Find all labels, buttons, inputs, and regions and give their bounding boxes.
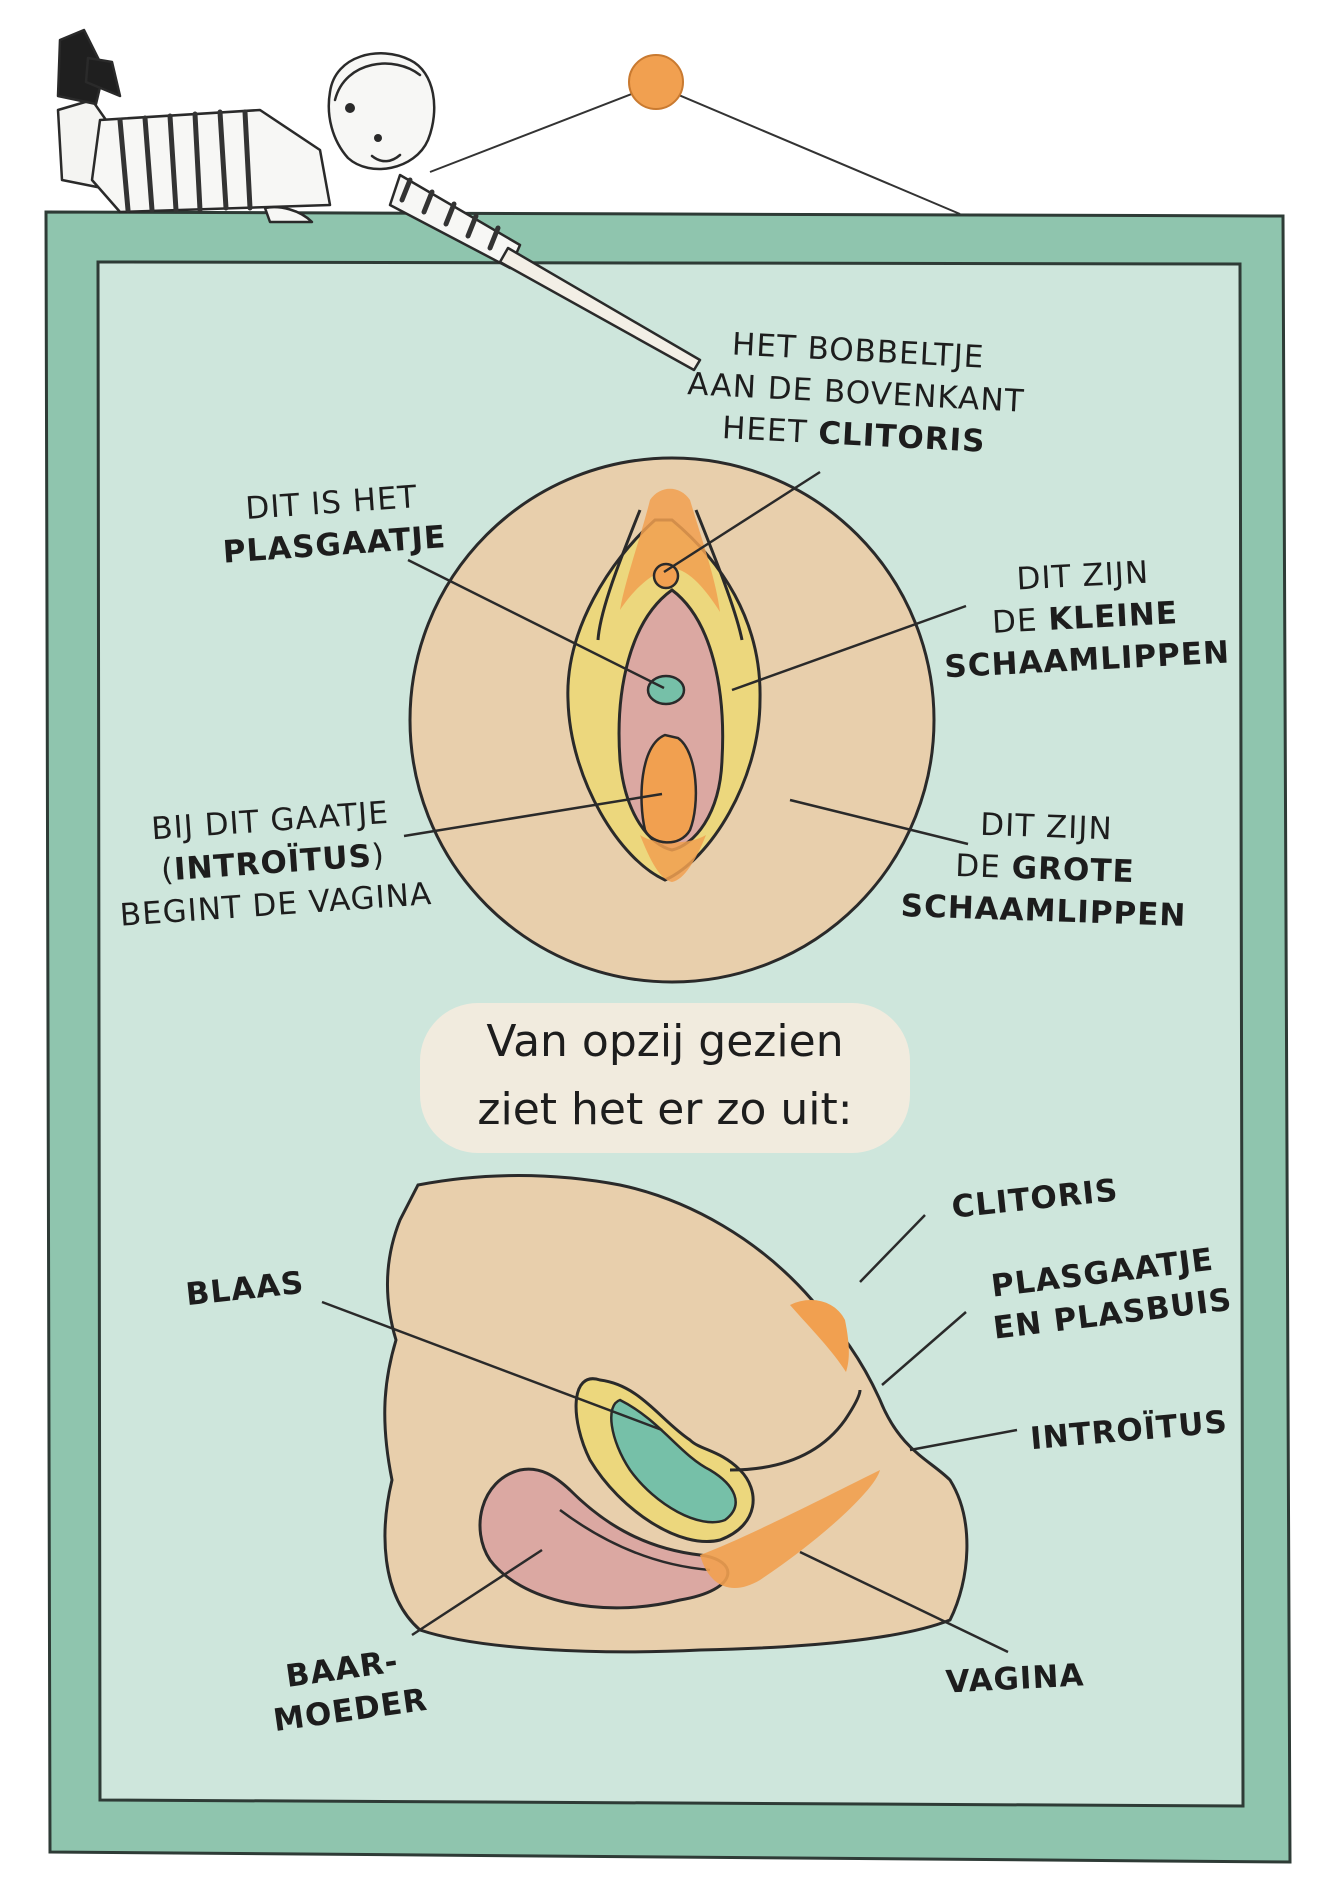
bladder	[610, 1398, 737, 1524]
caption-highlight	[420, 1003, 910, 1153]
side-view-diagram	[321, 1174, 1018, 1654]
caption: Van opzij gezien ziet het er zo uit:	[420, 1008, 910, 1144]
labia-majora-label: DIT ZIJN DE GROTE SCHAAMLIPPEN	[898, 801, 1192, 937]
pin	[628, 54, 684, 110]
side-clitoris	[790, 1300, 849, 1372]
side-vagina-label: VAGINA	[944, 1657, 1086, 1701]
introitus-opening	[640, 733, 698, 844]
urethral-opening	[646, 674, 686, 706]
labia-minora-term-1: KLEINE	[1047, 595, 1179, 638]
labia-minora-label: DIT ZIJN DE KLEINE SCHAAMLIPPEN	[937, 547, 1233, 688]
caption-line-2: ziet het er zo uit:	[477, 1084, 853, 1135]
clitoris-term: CLITORIS	[817, 415, 987, 460]
poster-hanger	[429, 54, 961, 215]
labia-majora-label-prefix: DE	[954, 847, 1002, 886]
urethra-label: DIT IS HET PLASGAATJE	[215, 474, 450, 574]
clitoral-hood	[620, 488, 720, 612]
clitoris-label-line-3: HEET	[721, 410, 809, 451]
girl-character	[56, 28, 702, 372]
introitus-label: BIJ DIT GAATJE (INTROÏTUS) BEGINT DE VAG…	[104, 789, 442, 938]
caption-line-1: Van opzij gezien	[486, 1016, 844, 1067]
labia-minora-label-prefix: DE	[991, 602, 1039, 641]
front-view-diagram	[403, 456, 969, 984]
vagina	[700, 1470, 880, 1588]
side-pointer-lines	[321, 1214, 1018, 1654]
labia-majora-term-1: GROTE	[1011, 849, 1136, 891]
clitoris-label: HET BOBBELTJE AAN DE BOVENKANT HEET CLIT…	[673, 321, 1039, 466]
front-pointer-lines	[403, 470, 969, 846]
clitoris	[652, 562, 680, 590]
